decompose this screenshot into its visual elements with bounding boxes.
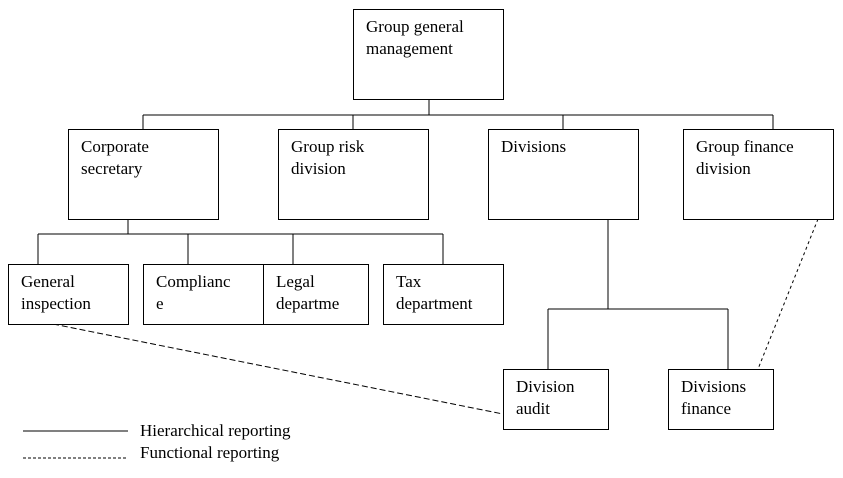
node-division-audit: Division audit	[503, 369, 609, 430]
functional-edge-inspection-audit	[52, 323, 504, 415]
node-divisions-finance: Divisions finance	[668, 369, 774, 430]
legend-hierarchical-label: Hierarchical reporting	[140, 421, 291, 440]
node-legal-department: Legal departme	[263, 264, 369, 325]
node-general-inspection: General inspection	[8, 264, 129, 325]
node-group-finance-division: Group finance division	[683, 129, 834, 220]
node-compliance: Complianc e	[143, 264, 264, 325]
node-corporate-secretary: Corporate secretary	[68, 129, 219, 220]
functional-edge-finance-divisions-finance	[757, 218, 819, 370]
node-group-risk-division: Group risk division	[278, 129, 429, 220]
node-divisions: Divisions	[488, 129, 639, 220]
node-tax-department: Tax department	[383, 264, 504, 325]
node-group-general-management: Group general management	[353, 9, 504, 100]
legend-functional-label: Functional reporting	[140, 443, 280, 462]
